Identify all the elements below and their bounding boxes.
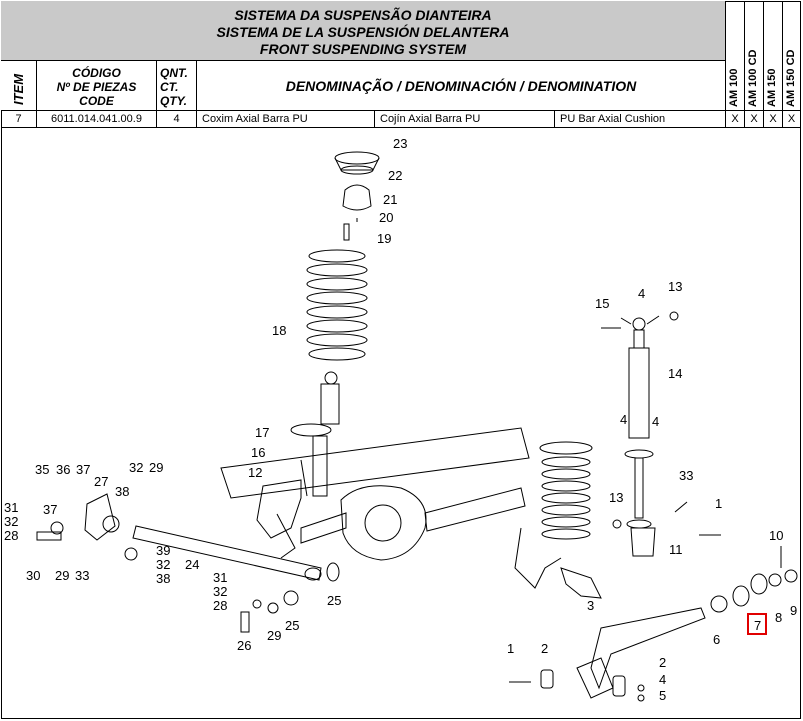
callout-32d: 32 xyxy=(213,584,227,599)
header-code-en: CODE xyxy=(79,94,114,108)
model-col-am150: AM 150 xyxy=(764,1,783,111)
callout-32c: 32 xyxy=(156,557,170,572)
model-label-am150: AM 150 xyxy=(766,68,778,107)
callout-38b: 38 xyxy=(156,571,170,586)
callout-25b: 25 xyxy=(285,618,299,633)
callout-35: 35 xyxy=(35,462,49,477)
header-denomination: DENOMINAÇÃO / DENOMINACIÓN / DENOMINATIO… xyxy=(197,61,726,111)
title-block: SISTEMA DA SUSPENSÃO DIANTEIRA SISTEMA D… xyxy=(1,1,726,61)
callout-15: 15 xyxy=(595,296,609,311)
row-mark-am100: X xyxy=(726,111,745,128)
callout-37b: 37 xyxy=(43,502,57,517)
left-coil-spring xyxy=(306,249,368,361)
callout-11: 11 xyxy=(669,542,683,557)
exploded-diagram: 23 22 21 20 19 18 17 16 12 15 4 13 14 4 … xyxy=(4,136,798,703)
header-qty: QNT. CT. QTY. xyxy=(157,61,197,111)
row-mark-am100cd: X xyxy=(745,111,764,128)
callout-38a: 38 xyxy=(115,484,129,499)
header-code: CÓDIGO Nº DE PIEZAS CODE xyxy=(37,61,157,111)
callout-6: 6 xyxy=(713,632,720,647)
callout-29b: 29 xyxy=(55,568,69,583)
callout-33a: 33 xyxy=(679,468,693,483)
model-col-am100cd: AM 100 CD xyxy=(745,1,764,111)
header-item-label: ITEM xyxy=(11,73,26,105)
model-label-am150cd: AM 150 CD xyxy=(785,49,797,107)
callout-23: 23 xyxy=(393,136,407,151)
callout-9: 9 xyxy=(790,603,797,618)
callout-28b: 28 xyxy=(213,598,227,613)
callout-13a: 13 xyxy=(668,279,682,294)
model-col-am100: AM 100 xyxy=(726,1,745,111)
callout-37a: 37 xyxy=(76,462,90,477)
title-line-pt: SISTEMA DA SUSPENSÃO DIANTEIRA xyxy=(234,7,492,23)
highlight-box-item-7 xyxy=(747,613,767,635)
callout-4b: 4 xyxy=(620,412,627,427)
callout-30: 30 xyxy=(26,568,40,583)
model-label-am100cd: AM 100 CD xyxy=(747,49,759,107)
callout-4a: 4 xyxy=(638,286,645,301)
callout-36: 36 xyxy=(56,462,70,477)
callout-32b: 32 xyxy=(4,514,18,529)
callout-29c: 29 xyxy=(267,628,281,643)
callout-3: 3 xyxy=(587,598,594,613)
callout-2a: 2 xyxy=(541,641,548,656)
model-col-am150cd: AM 150 CD xyxy=(783,1,801,111)
row-desc-es: Cojín Axial Barra PU xyxy=(375,111,555,128)
row-mark-am150: X xyxy=(764,111,783,128)
callout-21: 21 xyxy=(383,192,397,207)
callout-1a: 1 xyxy=(715,496,722,511)
callout-20: 20 xyxy=(379,210,393,225)
callout-31a: 31 xyxy=(4,500,18,515)
row-mark-am150cd: X xyxy=(783,111,801,128)
callout-32a: 32 xyxy=(129,460,143,475)
callout-26: 26 xyxy=(237,638,251,653)
callout-7: 7 xyxy=(754,618,761,633)
callout-1b: 1 xyxy=(507,641,514,656)
callout-5: 5 xyxy=(659,688,666,703)
row-code: 6011.014.041.00.9 xyxy=(37,111,157,128)
callout-4d: 4 xyxy=(659,672,666,687)
callout-17: 17 xyxy=(255,425,269,440)
callout-4c: 4 xyxy=(652,414,659,429)
header-qty-es: CT. xyxy=(160,80,179,94)
header-item: ITEM xyxy=(1,61,37,111)
row-desc-pt: Coxim Axial Barra PU xyxy=(197,111,375,128)
callout-10: 10 xyxy=(769,528,783,543)
callout-29a: 29 xyxy=(149,460,163,475)
callout-labels: 23 22 21 20 19 18 17 16 12 15 4 13 14 4 … xyxy=(4,136,797,703)
callout-22: 22 xyxy=(388,168,402,183)
callout-8: 8 xyxy=(775,610,782,625)
callout-18: 18 xyxy=(272,323,286,338)
callout-27: 27 xyxy=(94,474,108,489)
callout-14: 14 xyxy=(668,366,682,381)
callout-31b: 31 xyxy=(213,570,227,585)
row-item: 7 xyxy=(1,111,37,128)
callout-13b: 13 xyxy=(609,490,623,505)
header-code-es: Nº DE PIEZAS xyxy=(56,80,137,94)
title-line-es: SISTEMA DE LA SUSPENSIÓN DELANTERA xyxy=(216,24,510,40)
callout-24: 24 xyxy=(185,557,199,572)
callout-16: 16 xyxy=(251,445,265,460)
title-line-en: FRONT SUSPENDING SYSTEM xyxy=(259,41,467,57)
callout-28a: 28 xyxy=(4,528,18,543)
callout-39: 39 xyxy=(156,543,170,558)
callout-19: 19 xyxy=(377,231,391,246)
callout-2b: 2 xyxy=(659,655,666,670)
callout-25a: 25 xyxy=(327,593,341,608)
callout-33b: 33 xyxy=(75,568,89,583)
header-code-pt: CÓDIGO xyxy=(72,66,121,80)
header-qty-en: QTY. xyxy=(160,94,187,108)
header-qty-pt: QNT. xyxy=(160,66,188,80)
model-label-am100: AM 100 xyxy=(728,68,740,107)
row-desc-en: PU Bar Axial Cushion xyxy=(555,111,726,128)
callout-12: 12 xyxy=(248,465,262,480)
row-qty: 4 xyxy=(157,111,197,128)
